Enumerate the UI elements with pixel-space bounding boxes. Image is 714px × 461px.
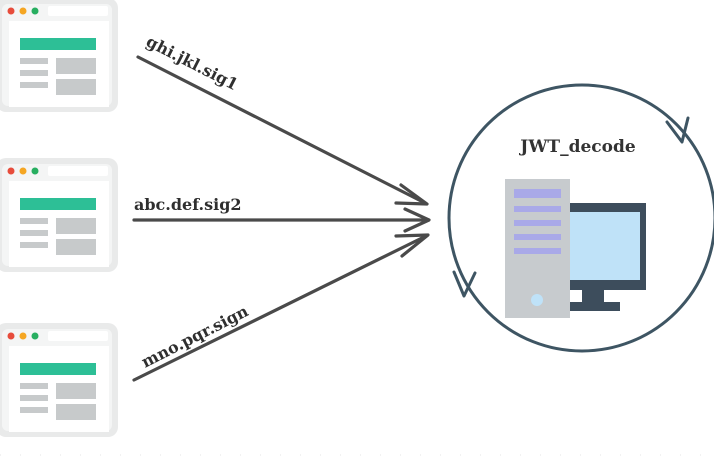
browser-window-icon-top xyxy=(0,0,118,112)
arrow-middle xyxy=(132,207,431,233)
browser-window-icon-bottom xyxy=(0,323,118,437)
cycle-circle xyxy=(447,83,714,353)
cycle-arrow-icon-bottom xyxy=(452,270,477,298)
cycle-arrow-icon-top xyxy=(665,116,690,144)
arrow-bottom xyxy=(132,233,430,382)
token-label-middle: abc.def.sig2 xyxy=(134,195,242,214)
computer-icon xyxy=(505,179,646,318)
server-node: JWT_decode xyxy=(447,83,714,353)
server-title: JWT_decode xyxy=(518,137,636,157)
browser-window-icon-middle xyxy=(0,158,118,272)
arrow-top xyxy=(136,55,429,206)
token-label-bottom: mno.pqr.sign xyxy=(138,301,252,371)
